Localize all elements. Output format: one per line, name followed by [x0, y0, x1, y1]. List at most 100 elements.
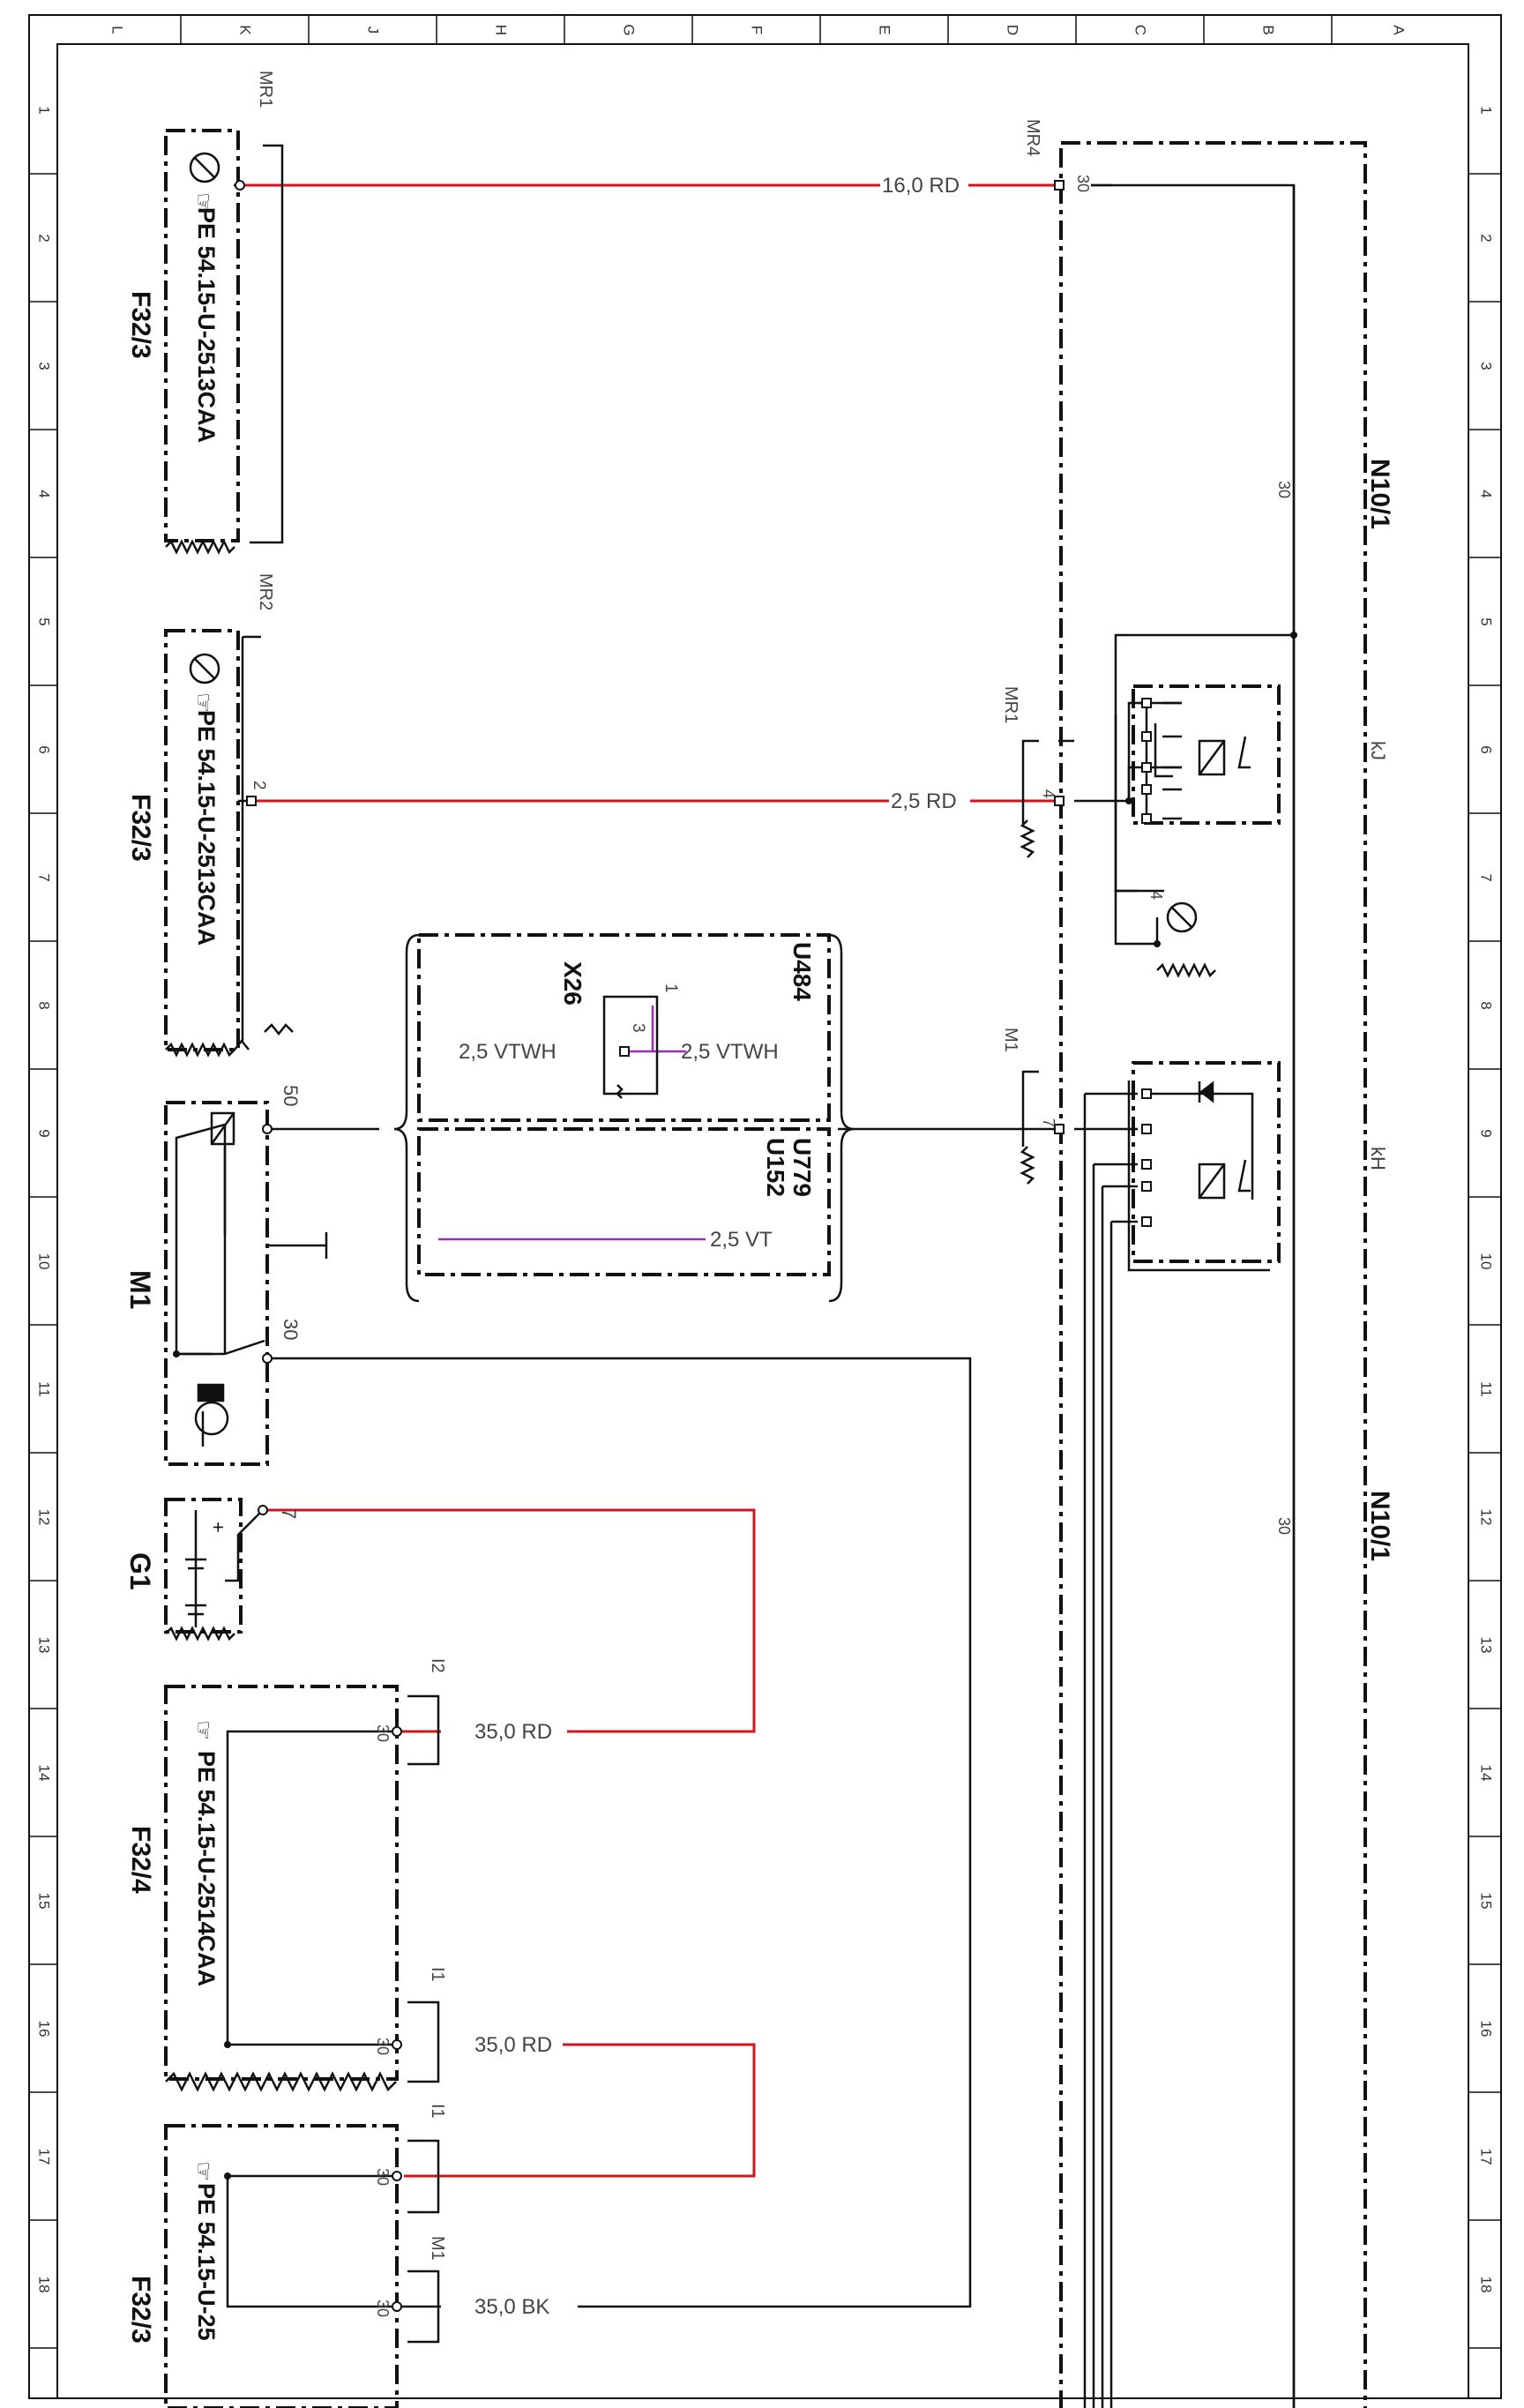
n10-1-name: N10/1 [1365, 459, 1394, 529]
f32-3-bot-tag-i1: I1 [428, 2104, 447, 2119]
g1-name: G1 [124, 1552, 156, 1590]
wire-label-2-5vtwh-right: 2,5 VTWH [681, 1040, 779, 1064]
row-label-left: 18 [36, 2277, 53, 2293]
row-label-right: 6 [1478, 745, 1495, 753]
u484-box [417, 933, 831, 1122]
row-label-right: 5 [1478, 617, 1495, 625]
row-label-left: 12 [36, 1509, 53, 1526]
wire-label-2-5vt: 2,5 VT [710, 1228, 773, 1252]
wire-label-35rd-mid: 35,0 RD [474, 2033, 552, 2057]
g1-box [164, 1498, 243, 1634]
m1-box [164, 1101, 269, 1466]
component-wavy-edges [165, 539, 1216, 2092]
f32-4-name: F32/4 [126, 1826, 155, 1894]
row-label-left: 16 [36, 2021, 53, 2038]
g1-pin-7: 7 [278, 1508, 300, 1519]
row-label-right: 10 [1478, 1253, 1495, 1270]
wire-label-2-5vtwh-left: 2,5 VTWH [459, 1040, 557, 1064]
column-label: A [1391, 25, 1408, 35]
motor-icon [194, 1401, 229, 1436]
m1-name: M1 [124, 1270, 156, 1309]
column-label: L [109, 26, 126, 34]
n10-1-box [1059, 141, 1367, 2408]
wire-label-35rd-top: 35,0 RD [474, 1720, 552, 1744]
frame [28, 14, 1502, 2399]
black-wires [175, 144, 1296, 2408]
row-label-left: 14 [36, 1765, 53, 1782]
row-label-right: 16 [1478, 2021, 1495, 2038]
junction-dots [173, 632, 1297, 2180]
row-label-left: 2 [36, 234, 53, 242]
f32-3-bot-box [164, 2124, 399, 2408]
row-separators [29, 173, 1501, 2349]
row-label-right: 2 [1478, 234, 1495, 242]
column-label: B [1260, 25, 1277, 34]
kh-relay-box [1132, 1061, 1281, 1263]
wire-label-2-5rd: 2,5 RD [891, 789, 957, 813]
wire-m1-30 [267, 1357, 972, 2308]
row-label-left: 11 [36, 1381, 53, 1397]
f32-4-part: PE 54.15-U-2514CAA [193, 1751, 220, 1986]
row-label-left: 1 [36, 106, 53, 114]
row-label-left: 6 [36, 745, 53, 753]
row-label-right: 4 [1478, 490, 1495, 497]
row-labels: 1 1 2 2 3 3 4 4 5 5 6 6 7 7 8 8 9 9 10 1… [36, 106, 1495, 2292]
row-label-left: 13 [36, 1637, 53, 1654]
kj-coil [1198, 739, 1226, 776]
column-label: H [493, 25, 510, 35]
f32-3-bot-part: PE 54.15-U-25 [193, 2183, 220, 2341]
hand-icon: ☞ [190, 192, 217, 213]
n10-1-pin-30: 30 [1074, 175, 1092, 192]
wire-label-16rd: 16,0 RD [882, 174, 960, 198]
n10-1-wire-30-lower: 30 [1275, 1517, 1293, 1535]
n10-1-tag-m1: M1 [1001, 1028, 1020, 1052]
f32-3-bot-tag-m1: M1 [428, 2236, 447, 2261]
lamp-icon-n10-1 [1166, 901, 1198, 933]
row-label-right: 3 [1478, 362, 1495, 370]
x26-pin-3: 3 [629, 1023, 647, 1033]
group-braces [393, 933, 855, 1303]
n10-1-pin-4: 4 [1040, 789, 1057, 798]
column-label: F [749, 26, 766, 34]
f32-3-bot-pin: 30 [374, 2168, 392, 2186]
m1-pin-30: 30 [280, 1319, 302, 1340]
row-label-right: 11 [1478, 1381, 1495, 1397]
n10-1-pin-7: 7 [1040, 1118, 1057, 1127]
m1-solenoid [210, 1111, 235, 1146]
column-labels: L K J H G F E D C B A [109, 24, 1408, 35]
row-label-right: 7 [1478, 873, 1495, 881]
u484-name: U484 [788, 942, 816, 1001]
n10-1-relay-kj: kJ [1367, 741, 1389, 760]
n10-1-wire-30-upper: 30 [1275, 481, 1293, 498]
row-label-right: 12 [1478, 1509, 1495, 1526]
n10-1-tag-mr4: MR4 [1023, 119, 1042, 156]
x26-pin-1: 1 [661, 983, 680, 993]
hand-icon: ☞ [190, 2161, 217, 2181]
row-label-right: 1 [1478, 106, 1495, 114]
n10-1-name-lower: N10/1 [1365, 1491, 1394, 1561]
relay-coils [210, 736, 1251, 1200]
kj-relay-box [1132, 684, 1281, 825]
wire-f32-4-i1-to-bot [404, 2043, 756, 2178]
row-label-left: 3 [36, 362, 53, 370]
x26-name: X26 [559, 961, 586, 1006]
f32-3-top-tag: MR1 [256, 71, 275, 108]
pin-squares [235, 180, 1152, 2312]
kh-diode [1199, 1081, 1214, 1103]
column-label: E [877, 25, 893, 34]
hand-icon: ☞ [190, 692, 217, 713]
n10-1-relay-kh: kH [1367, 1147, 1389, 1170]
row-label-left: 9 [36, 1129, 53, 1137]
m1-pin-50: 50 [280, 1085, 302, 1106]
column-label: D [1005, 25, 1021, 35]
red-wires [240, 183, 1058, 2178]
kh-coil [1198, 1163, 1226, 1200]
wire-g1-to-f32-4 [263, 1508, 756, 1733]
row-label-right: 18 [1478, 2277, 1495, 2293]
column-label: G [621, 24, 638, 35]
column-separators [180, 15, 1333, 44]
row-label-right: 9 [1478, 1129, 1495, 1137]
f32-4-tag-i1: I1 [428, 1967, 447, 1982]
row-label-right: 17 [1478, 2149, 1495, 2165]
lamp-icon-f32-3-mid [189, 653, 220, 684]
